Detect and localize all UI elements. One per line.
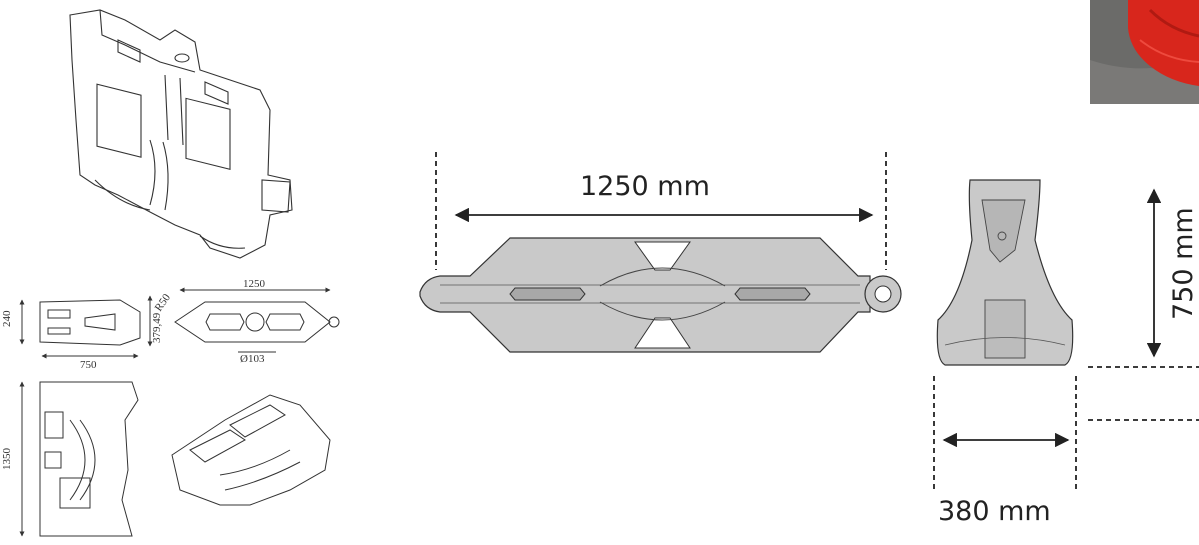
dim-379-label: 379,49 (151, 312, 163, 343)
product-photo (1090, 0, 1199, 104)
dim-750-label: 750 (80, 359, 97, 371)
height-dimension-label: 750 mm (1168, 207, 1199, 320)
dim-103-label: Ø103 (240, 353, 265, 365)
main-side-view (936, 179, 1074, 366)
small-side-view (19, 295, 153, 359)
small-isometric-view (171, 394, 331, 506)
main-top-view (419, 237, 902, 353)
isometric-view (69, 9, 293, 259)
base-dimension-label: 380 mm (938, 496, 1051, 527)
dim-1250-small-label: 1250 (243, 278, 266, 290)
dim-240-label: 240 (1, 310, 13, 327)
small-front-view (19, 381, 139, 537)
length-dimension-label: 1250 mm (580, 171, 710, 202)
dim-1350-label: 1350 (1, 448, 13, 471)
dim-r50-label: R50 (153, 291, 174, 313)
small-top-view (174, 287, 340, 353)
